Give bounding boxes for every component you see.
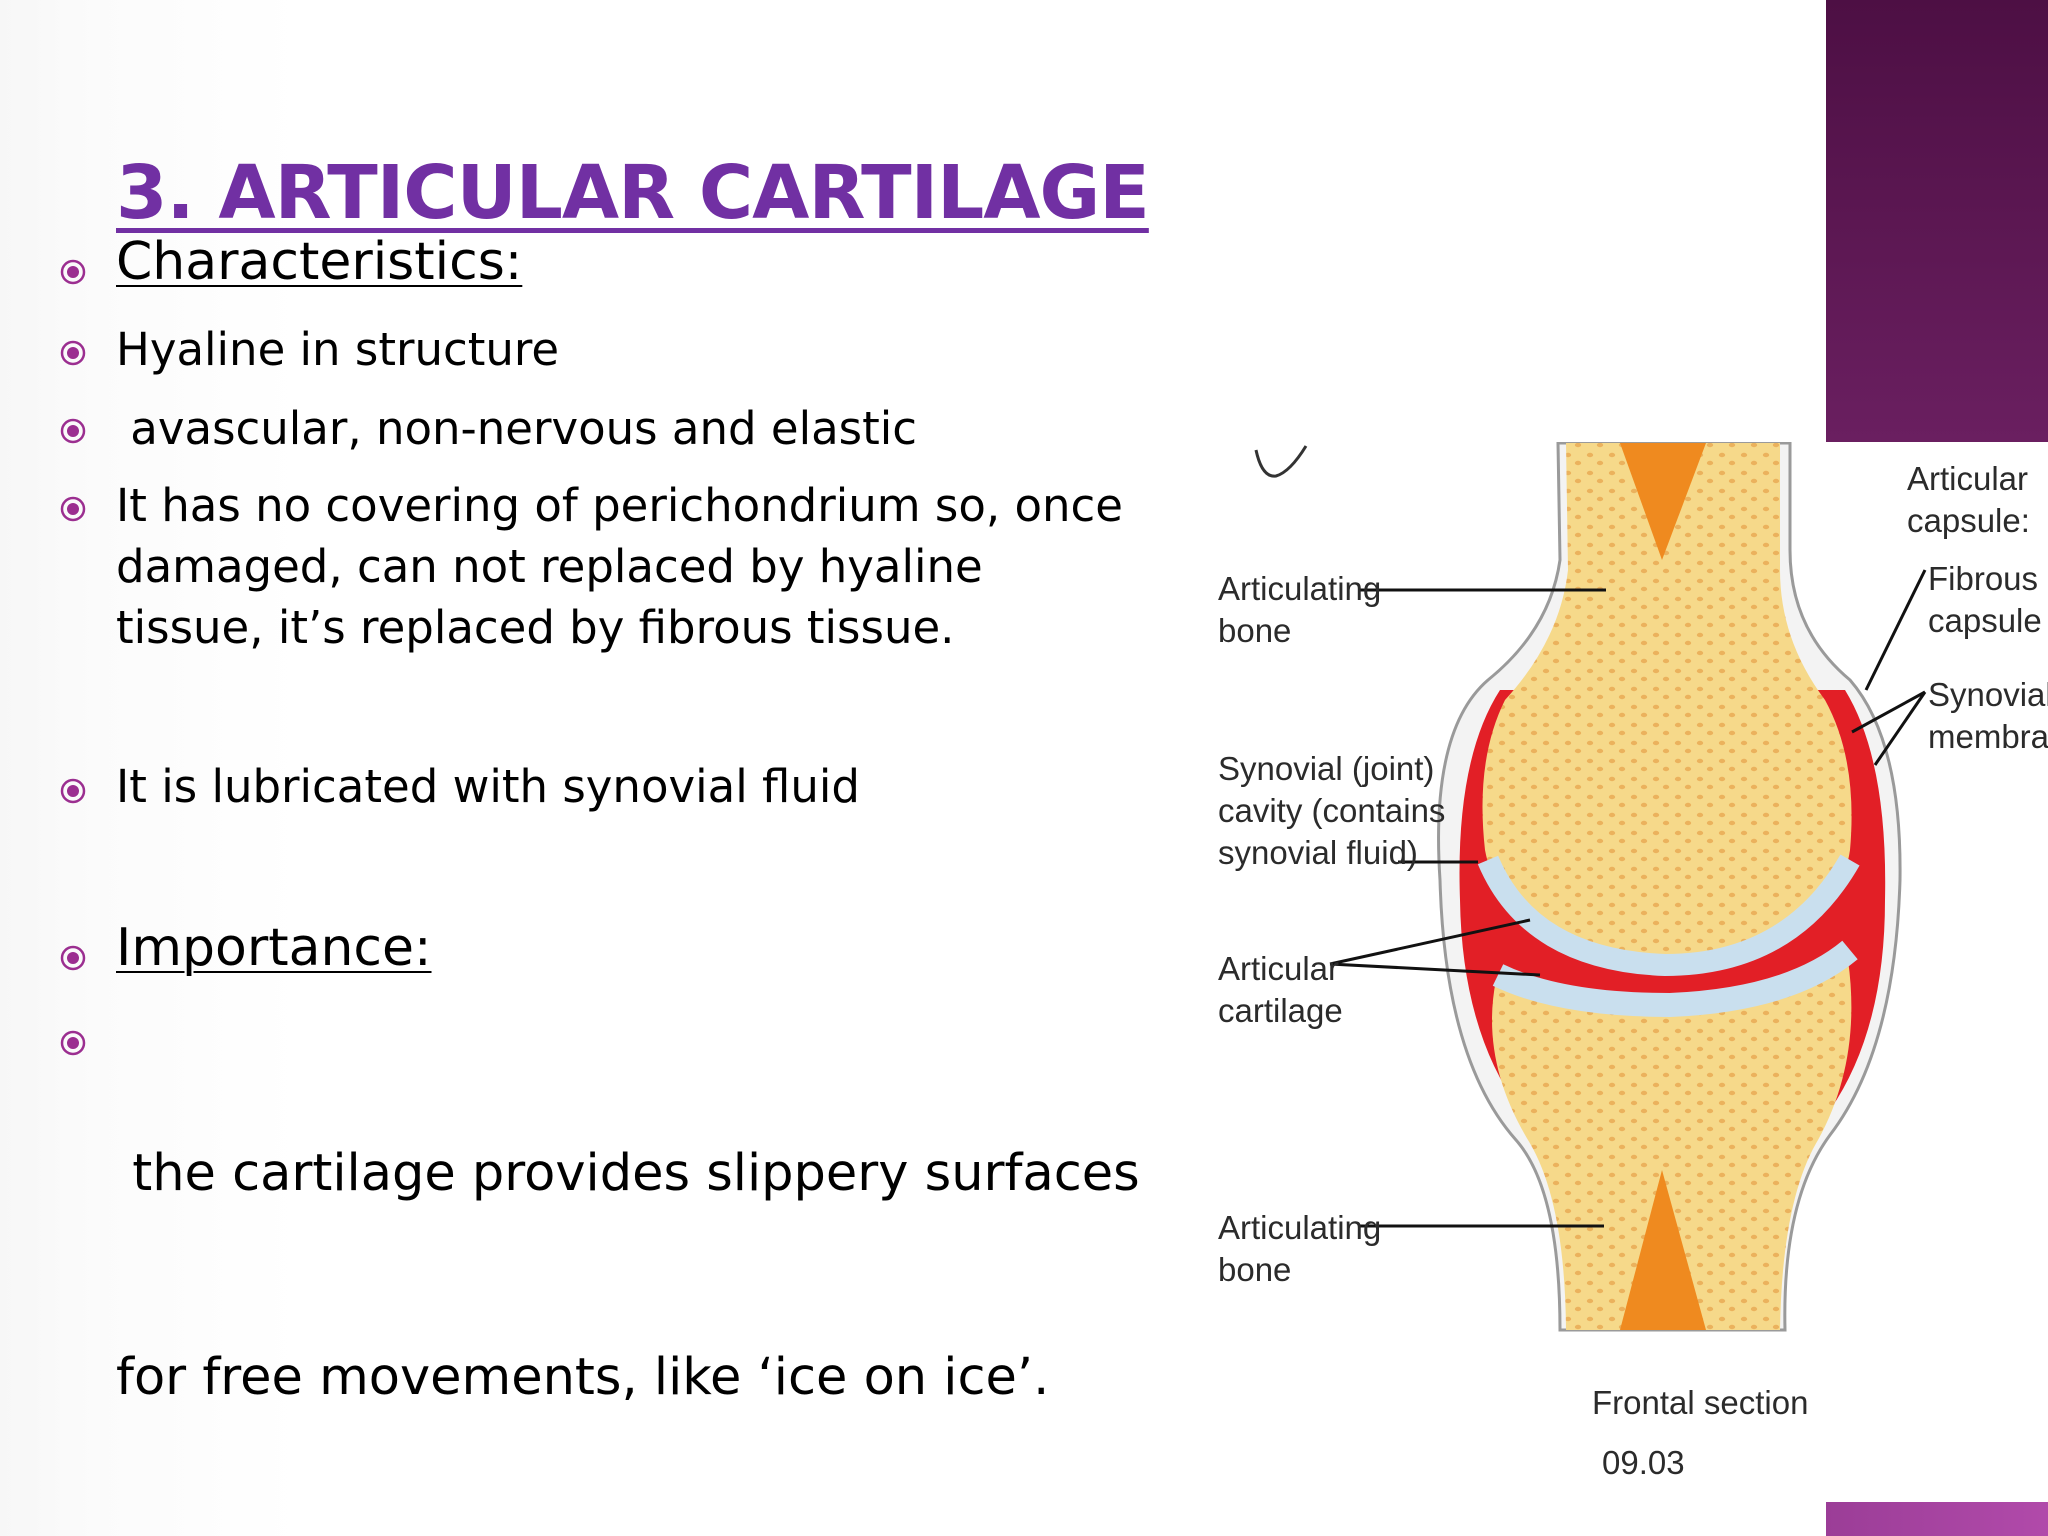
importance-heading: Importance: xyxy=(116,918,432,978)
upper-cartilage-shape xyxy=(1477,854,1860,977)
bullet-icon xyxy=(60,1030,86,1056)
label-synovial-membrane: Synovial membrane xyxy=(1928,676,2048,755)
text-line: damaged, can not replaced by hyaline xyxy=(116,540,983,593)
marrow-bottom-shape xyxy=(1620,1170,1706,1330)
accent-bar-top xyxy=(1826,0,2048,442)
bullet-icon xyxy=(60,945,86,971)
synovial-joint-diagram: Articulating bone Synovial (joint) cavit… xyxy=(1200,442,2048,1502)
importance-text: the cartilage provides slippery surfaces… xyxy=(116,1004,1140,1480)
bullet-icon xyxy=(60,418,86,444)
slide-title: 3. ARTICULAR CARTILAGE xyxy=(116,150,1150,236)
label-frontal-section: Frontal section xyxy=(1592,1384,1808,1421)
marrow-top-shape xyxy=(1620,443,1706,560)
bullet-lubricated: It is lubricated with synovial fluid xyxy=(116,760,860,813)
bullet-perichondrium: It has no covering of perichondrium so, … xyxy=(116,475,1123,658)
bullet-hyaline: Hyaline in structure xyxy=(116,323,560,376)
label-articular-cartilage: Articular cartilage xyxy=(1218,950,1348,1029)
lower-bone-shape xyxy=(1492,960,1852,1330)
bullet-avascular: avascular, non-nervous and elastic xyxy=(116,402,917,455)
label-articulating-bone-top: Articulating bone xyxy=(1218,570,1390,649)
partial-structure-icon xyxy=(1254,445,1308,478)
text-line: the cartilage provides slippery surfaces xyxy=(116,1144,1140,1203)
lower-cartilage-shape xyxy=(1492,940,1858,1018)
text-line: for free movements, like ‘ice on ice’. xyxy=(116,1348,1050,1407)
label-fibrous-capsule: Fibrous capsule xyxy=(1928,560,2047,639)
label-figure-number: 09.03 xyxy=(1602,1444,1685,1481)
label-articular-capsule: Articular capsule: xyxy=(1907,460,2037,539)
bullet-icon xyxy=(60,496,86,522)
bullet-icon xyxy=(60,340,86,366)
text-line: It has no covering of perichondrium so, … xyxy=(116,479,1123,532)
text-line: tissue, it’s replaced by fibrous tissue. xyxy=(116,601,955,654)
bullet-icon xyxy=(60,778,86,804)
characteristics-heading: Characteristics: xyxy=(116,232,523,292)
label-synovial-cavity: Synovial (joint) cavity (contains synovi… xyxy=(1218,750,1455,871)
bullet-icon xyxy=(60,259,86,285)
upper-bone-shape xyxy=(1482,443,1852,968)
label-articulating-bone-bottom: Articulating bone xyxy=(1218,1209,1390,1288)
